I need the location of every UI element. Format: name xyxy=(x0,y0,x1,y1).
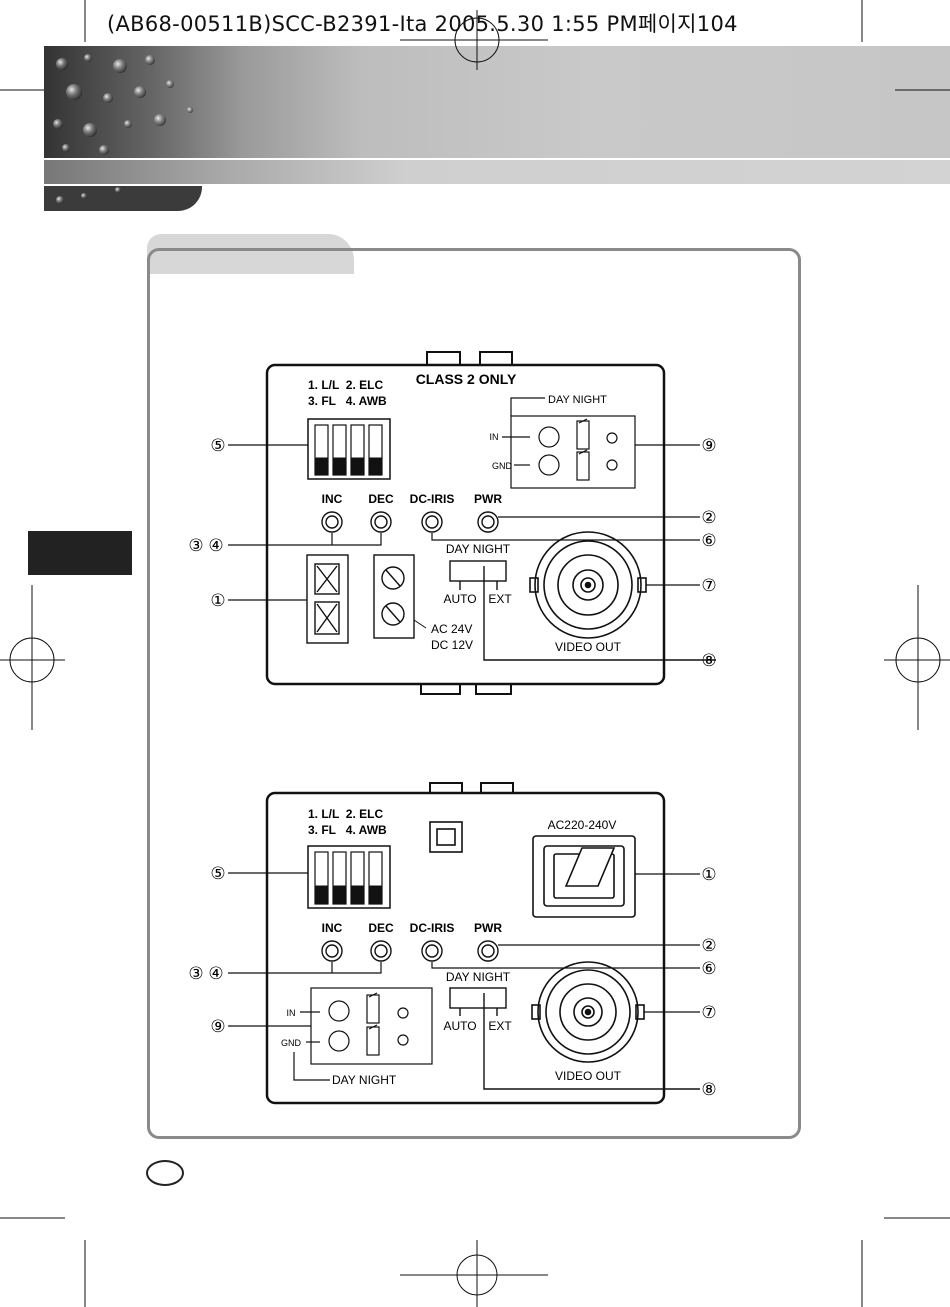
dec-label: DEC xyxy=(368,492,394,506)
callout-5-bottom: ⑤ xyxy=(210,864,225,883)
ac-label: AC220-240V xyxy=(548,818,617,832)
day-night-switch-label-bottom: DAY NIGHT xyxy=(446,970,511,984)
banner-strip xyxy=(44,160,950,184)
switch-label-1-bottom: 1. L/L 2. ELC xyxy=(308,807,383,821)
inc-pot[interactable] xyxy=(321,511,343,533)
callouts-bottom: ⑤ ① ② ③ ④ ⑥ ⑨ ⑦ ⑧ xyxy=(188,864,716,1099)
day-night-label-top: DAY NIGHT xyxy=(548,394,607,406)
callout-7-bottom: ⑦ xyxy=(701,1003,716,1022)
callout-2-bottom: ② xyxy=(701,936,716,955)
diagram-frame xyxy=(147,248,801,1139)
callout-9-top: ⑨ xyxy=(701,436,716,455)
dip-switch-block-top[interactable] xyxy=(307,418,391,480)
pot-labels-bottom: INC DEC DC-IRIS PWR xyxy=(322,921,503,935)
callout-5-top: ⑤ xyxy=(210,436,225,455)
side-chapter-tab xyxy=(28,531,132,575)
callout-1-top: ① xyxy=(210,591,225,610)
dc-iris-label-bottom: DC-IRIS xyxy=(410,921,455,935)
power-terminal-top[interactable] xyxy=(306,554,415,644)
callout-8-top: ⑧ xyxy=(701,651,716,670)
banner-foot xyxy=(44,186,202,211)
dec-label-bottom: DEC xyxy=(368,921,394,935)
ext-label-top: EXT xyxy=(488,592,512,606)
day-night-label-bottom: DAY NIGHT xyxy=(332,1073,397,1087)
auto-label-top: AUTO xyxy=(443,592,476,606)
callout-3-4-bottom: ③ ④ xyxy=(188,964,223,983)
callout-6-top: ⑥ xyxy=(701,531,716,550)
gnd-label-bottom: GND xyxy=(281,1038,302,1048)
power-label-ac: AC 24V xyxy=(431,622,472,636)
callouts-top: ⑤ ⑨ ② ③ ④ ⑥ ① ⑦ ⑧ xyxy=(188,436,716,670)
header-banner xyxy=(44,46,950,158)
day-night-terminal-bottom[interactable] xyxy=(293,987,433,1081)
day-night-switch-bottom[interactable] xyxy=(449,987,700,1090)
video-out-connector-top[interactable] xyxy=(529,531,647,639)
switch-label-1: 1. L/L 2. ELC xyxy=(308,378,383,392)
dec-pot-bottom[interactable] xyxy=(370,940,392,962)
in-label-top: IN xyxy=(490,432,499,442)
pot-labels-top: INC DEC DC-IRIS PWR xyxy=(322,492,503,506)
dc-iris-pot[interactable] xyxy=(421,511,443,533)
callout-9-bottom: ⑨ xyxy=(210,1017,225,1036)
class-label: CLASS 2 ONLY xyxy=(416,371,517,387)
inc-label: INC xyxy=(322,492,343,506)
gnd-label-top: GND xyxy=(492,461,513,471)
callout-2-top: ② xyxy=(701,508,716,527)
droplet-decoration xyxy=(53,54,193,204)
pwr-label-bottom: PWR xyxy=(474,921,502,935)
inc-label-bottom: INC xyxy=(322,921,343,935)
page-number-badge xyxy=(146,1160,184,1186)
pwr-label: PWR xyxy=(474,492,502,506)
video-out-label-top: VIDEO OUT xyxy=(555,640,622,654)
power-label-dc: DC 12V xyxy=(431,638,473,652)
in-label-bottom: IN xyxy=(287,1008,296,1018)
video-out-label-bottom: VIDEO OUT xyxy=(555,1069,622,1083)
section-tab xyxy=(147,234,354,274)
indicator-square xyxy=(429,821,463,853)
dip-switch-block-bottom[interactable] xyxy=(307,845,391,909)
callout-7-top: ⑦ xyxy=(701,576,716,595)
day-night-terminal-top[interactable] xyxy=(502,397,636,489)
power-rocker-switch[interactable] xyxy=(532,835,636,918)
switch-label-2-bottom: 3. FL 4. AWB xyxy=(308,823,387,837)
inc-pot-bottom[interactable] xyxy=(321,940,343,962)
dc-iris-pot-bottom[interactable] xyxy=(421,940,443,962)
pwr-led xyxy=(477,511,499,533)
callout-3-4-top: ③ ④ xyxy=(188,536,223,555)
dc-iris-label: DC-IRIS xyxy=(410,492,455,506)
callout-6-bottom: ⑥ xyxy=(701,959,716,978)
day-night-switch-label-top: DAY NIGHT xyxy=(446,542,511,556)
rear-panel-top xyxy=(265,351,666,695)
day-night-switch-top[interactable] xyxy=(449,560,716,661)
pwr-led-bottom xyxy=(477,940,499,962)
rear-panel-bottom xyxy=(265,782,666,1105)
dec-pot[interactable] xyxy=(370,511,392,533)
callout-8-bottom: ⑧ xyxy=(701,1080,716,1099)
switch-label-2: 3. FL 4. AWB xyxy=(308,394,387,408)
callout-1-bottom: ① xyxy=(701,865,716,884)
auto-label-bottom: AUTO xyxy=(443,1019,476,1033)
document-header: (AB68-00511B)SCC-B2391-Ita 2005.5.30 1:5… xyxy=(107,12,738,36)
ext-label-bottom: EXT xyxy=(488,1019,512,1033)
video-out-connector-bottom[interactable] xyxy=(531,961,645,1063)
